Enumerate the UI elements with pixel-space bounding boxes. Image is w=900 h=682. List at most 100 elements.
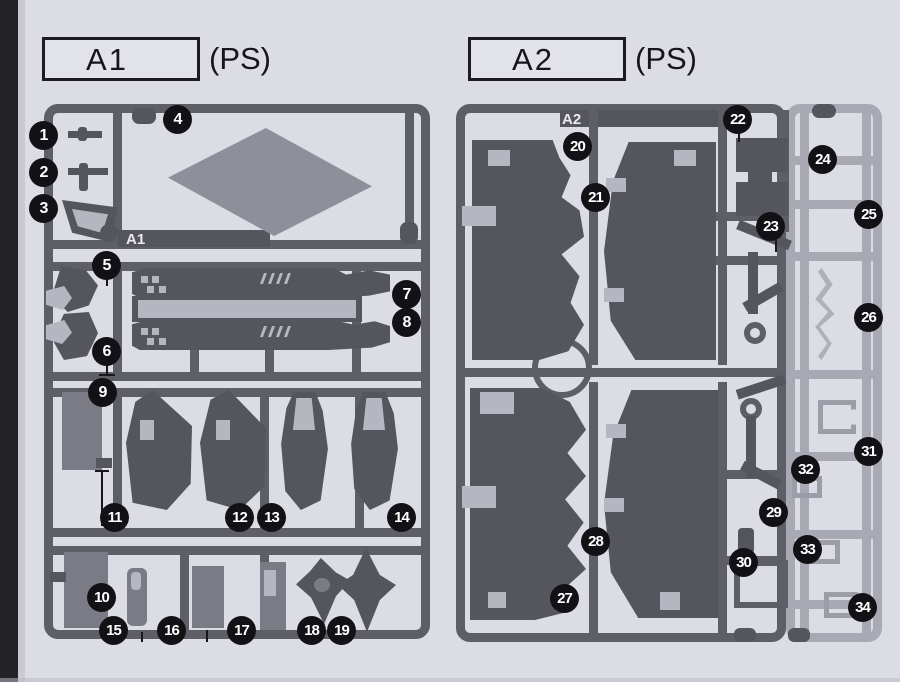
- leader-9-tick: [95, 470, 109, 472]
- runner-label-a1: A1: [86, 41, 128, 77]
- part-13-inner: [292, 398, 316, 430]
- part-8-dot-3: [147, 338, 154, 345]
- part-callout-24[interactable]: 24: [809, 146, 836, 173]
- rail-h-a2-mid: [462, 368, 782, 377]
- part-callout-7[interactable]: 7: [393, 281, 420, 308]
- part-2-shape: [68, 168, 108, 175]
- rail-h-a1-2: [50, 262, 424, 271]
- part-callout-30[interactable]: 30: [730, 549, 757, 576]
- rail-h-a2-clear-5: [790, 452, 880, 461]
- gate-nub-bottom-a2-2: [788, 628, 810, 642]
- part-78-link-inner: [138, 300, 356, 318]
- leader-9: [101, 470, 103, 526]
- rail-v-a2-3: [718, 110, 727, 365]
- part-callout-25[interactable]: 25: [855, 201, 882, 228]
- part-20-hole-1: [488, 150, 510, 166]
- part-callout-6[interactable]: 6: [93, 338, 120, 365]
- rail-h-a2-clear-6: [790, 530, 880, 539]
- runner-header-a1: A1 (PS): [42, 37, 271, 81]
- part-callout-14[interactable]: 14: [388, 504, 415, 531]
- leader-22: [738, 128, 740, 142]
- part-callout-8[interactable]: 8: [393, 309, 420, 336]
- runner-header-a2: A2 (PS): [468, 37, 697, 81]
- rail-h-a2-clear-3: [790, 252, 880, 261]
- part-callout-12[interactable]: 12: [226, 504, 253, 531]
- part-29-arm-1: [746, 416, 756, 478]
- sprue-stamp-a1: A1: [126, 231, 146, 248]
- part-22-link: [748, 166, 772, 192]
- part-10-tab: [50, 572, 66, 582]
- part-7-dot-2: [152, 276, 159, 283]
- rail-v-a1-3: [113, 388, 122, 528]
- part-27-notch: [462, 486, 496, 508]
- scan-edge-left: [0, 0, 18, 682]
- part-callout-26[interactable]: 26: [855, 304, 882, 331]
- part-callout-4[interactable]: 4: [164, 106, 191, 133]
- part-callout-32[interactable]: 32: [792, 456, 819, 483]
- rail-h-a2-1: [716, 212, 786, 221]
- part-callout-5[interactable]: 5: [93, 252, 120, 279]
- part-callout-16[interactable]: 16: [158, 617, 185, 644]
- gate-nub-right-a1: [400, 222, 418, 244]
- part-11-hole: [140, 420, 154, 440]
- gate-nub-top-a1: [132, 108, 156, 124]
- part-callout-19[interactable]: 19: [328, 617, 355, 644]
- leader-16: [206, 630, 208, 642]
- runner-label-box-a2: A2: [468, 37, 626, 81]
- part-21-tab-2: [604, 288, 624, 302]
- part-23-joint: [744, 322, 766, 344]
- part-callout-34[interactable]: 34: [849, 594, 876, 621]
- part-callout-17[interactable]: 17: [228, 617, 255, 644]
- part-callout-23[interactable]: 23: [757, 213, 784, 240]
- part-27-hole-2: [488, 592, 506, 608]
- part-callout-20[interactable]: 20: [564, 133, 591, 160]
- part-callout-15[interactable]: 15: [100, 617, 127, 644]
- part-15-inner: [131, 572, 141, 590]
- part-callout-31[interactable]: 31: [855, 438, 882, 465]
- part-callout-18[interactable]: 18: [298, 617, 325, 644]
- leader-23: [775, 240, 777, 252]
- part-callout-22[interactable]: 22: [724, 106, 751, 133]
- scan-edge-left-inner: [18, 0, 25, 682]
- part-callout-10[interactable]: 10: [88, 584, 115, 611]
- part-28-hole: [660, 592, 680, 610]
- rail-h-a1-5: [50, 528, 424, 537]
- leader-15: [141, 632, 143, 642]
- part-14-inner: [362, 398, 386, 430]
- runner-label-a2: A2: [512, 41, 554, 77]
- part-callout-3[interactable]: 3: [30, 195, 57, 222]
- rail-v-a2-2: [589, 382, 598, 637]
- part-27-hole-1: [480, 392, 514, 414]
- part-callout-1[interactable]: 1: [30, 122, 57, 149]
- part-callout-13[interactable]: 13: [258, 504, 285, 531]
- part-28-tab-1: [606, 424, 626, 438]
- part-8-dot-1: [141, 328, 148, 335]
- part-16-shape: [192, 566, 224, 628]
- part-callout-33[interactable]: 33: [794, 536, 821, 563]
- part-callout-9[interactable]: 9: [89, 379, 116, 406]
- rail-h-a1-4: [50, 388, 424, 397]
- part-callout-21[interactable]: 21: [582, 184, 609, 211]
- rail-h-a2-clear-7: [790, 600, 880, 609]
- part-callout-11[interactable]: 11: [101, 504, 128, 531]
- sprue-stamp-bar-a1: [118, 230, 270, 247]
- part-callout-2[interactable]: 2: [30, 159, 57, 186]
- part-17-inner: [264, 570, 276, 596]
- part-2-detail: [79, 163, 88, 191]
- part-8-dot-2: [152, 328, 159, 335]
- part-21-shape: [604, 142, 716, 360]
- rail-v-a1-1: [113, 110, 122, 240]
- part-callout-27[interactable]: 27: [551, 585, 578, 612]
- part-callout-29[interactable]: 29: [760, 499, 787, 526]
- gate-nub-top-a2: [812, 104, 836, 118]
- part-18-hub: [314, 578, 330, 592]
- rail-h-a1-6: [50, 546, 424, 555]
- part-21-tab-1: [606, 178, 626, 192]
- sprue-stamp-a2: A2: [562, 111, 582, 128]
- rail-h-a1-3: [50, 372, 424, 381]
- rail-h-a2-clear-4: [790, 370, 880, 379]
- part-callout-28[interactable]: 28: [582, 528, 609, 555]
- part-28-tab-2: [604, 498, 624, 512]
- runner-material-a2: (PS): [635, 41, 697, 76]
